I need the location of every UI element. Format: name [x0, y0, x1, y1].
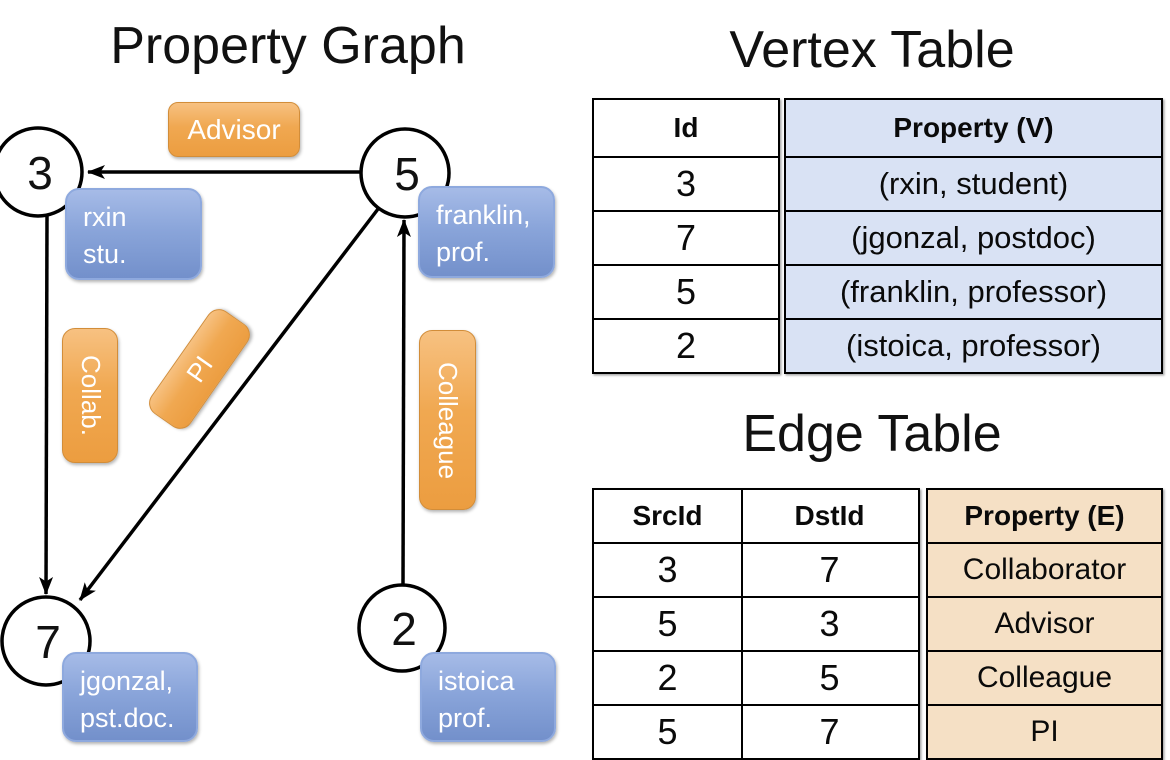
vertex-table-header-id: Id	[673, 112, 699, 143]
node-2-property-line2: prof.	[438, 703, 493, 734]
node-5-id: 5	[394, 148, 420, 200]
edge-table-property-column: Property (E) Collaborator Advisor Collea…	[926, 488, 1163, 760]
vertex-table-property-column: Property (V) (rxin, student) (jgonzal, p…	[784, 98, 1163, 374]
vertex-table-id-column: Id 3 7 5 2	[592, 98, 780, 374]
vertex-property-cell: (rxin, student)	[786, 158, 1161, 210]
vertex-table-header-property: Property (V)	[786, 100, 1161, 156]
vertex-property-cell: (franklin, professor)	[786, 266, 1161, 318]
edge-src-cell: 5	[657, 603, 678, 644]
edge-table-id-columns: SrcId DstId 3 7 5 3 2 5 5 7	[592, 488, 920, 760]
vertex-id-cell: 7	[675, 217, 697, 258]
edge-dst-cell: 7	[741, 706, 916, 758]
edge-table: SrcId DstId 3 7 5 3 2 5 5 7 Property (E)…	[592, 488, 1163, 760]
edge-property-cell: Advisor	[928, 598, 1161, 650]
node-7-property-box: jgonzal, pst.doc.	[62, 652, 198, 742]
edge-table-title: Edge Table	[742, 405, 1002, 463]
edge-dst-cell: 7	[741, 544, 916, 596]
edge-label-advisor: Advisor	[168, 102, 300, 157]
node-5-property-line2: prof.	[436, 237, 491, 268]
node-5-property-box: franklin, prof.	[418, 186, 555, 278]
edge-property-cell: Collaborator	[928, 544, 1161, 596]
node-3-id: 3	[27, 147, 53, 199]
vertex-property-cell: (jgonzal, postdoc)	[786, 212, 1161, 264]
edge-dst-cell: 5	[741, 652, 916, 704]
node-3-property-line1: rxin	[83, 202, 127, 232]
node-3-property-line2: stu.	[83, 239, 127, 270]
property-graph-title: Property Graph	[110, 17, 466, 75]
node-3-property-box: rxin stu.	[65, 188, 202, 280]
edge-label-collab: Collab.	[62, 328, 118, 463]
node-7-id: 7	[35, 616, 61, 668]
edge-table-header-srcid: SrcId	[632, 500, 703, 531]
node-5-property-line1: franklin,	[436, 200, 531, 230]
node-7-property-line1: jgonzal,	[80, 666, 174, 696]
vertex-property-cell: (istoica, professor)	[786, 320, 1161, 372]
edge-table-header-property: Property (E)	[928, 490, 1161, 542]
edge-dst-cell: 3	[741, 598, 916, 650]
edge-src-cell: 5	[657, 711, 678, 752]
edge-table-header-dstid: DstId	[741, 490, 916, 542]
vertex-id-cell: 3	[675, 163, 697, 204]
edge-property-cell: Colleague	[928, 652, 1161, 704]
vertex-table: Id 3 7 5 2 Property (V) (rxin, student) …	[592, 98, 1163, 374]
edge-3-to-7	[39, 215, 54, 595]
node-7-property-line2: pst.doc.	[80, 703, 175, 734]
node-2-property-line1: istoica	[438, 666, 515, 696]
edge-5-to-7	[78, 207, 380, 602]
edge-src-cell: 3	[657, 549, 678, 590]
edge-property-cell: PI	[928, 706, 1161, 758]
edge-label-colleague: Colleague	[419, 330, 476, 510]
edge-2-to-5	[396, 219, 411, 587]
vertex-table-title: Vertex Table	[729, 21, 1015, 79]
node-2-property-box: istoica prof.	[420, 652, 556, 742]
vertex-id-cell: 2	[675, 325, 697, 366]
edge-label-collab-text: Collab.	[75, 355, 106, 436]
node-2-id: 2	[391, 603, 417, 655]
edge-label-colleague-text: Colleague	[433, 361, 463, 479]
node-3-circle	[0, 126, 84, 218]
edge-src-cell: 2	[657, 657, 678, 698]
vertex-id-cell: 5	[675, 271, 697, 312]
node-2-circle	[357, 583, 447, 673]
